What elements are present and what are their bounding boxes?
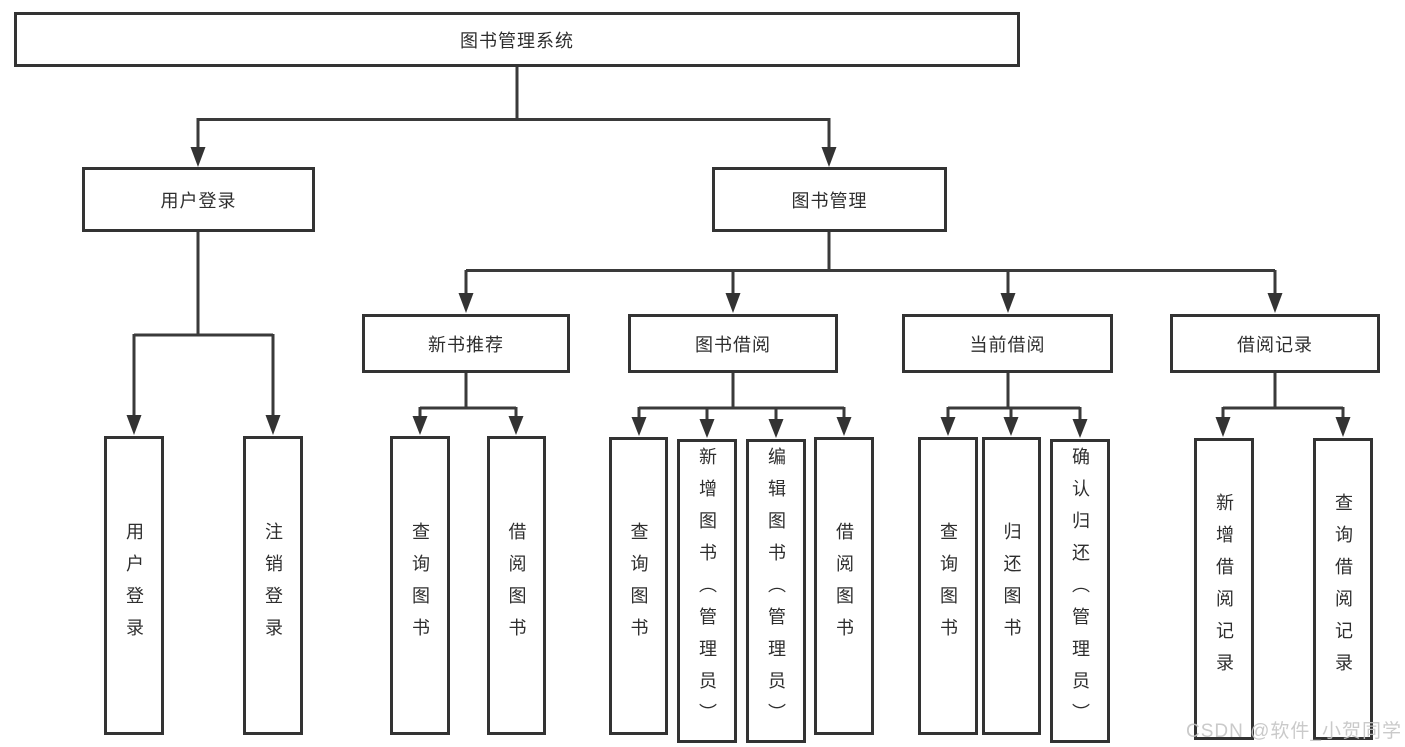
node-current-borrowing: 当前借阅 bbox=[902, 314, 1113, 373]
node-borrowing-records: 借阅记录 bbox=[1170, 314, 1380, 373]
node-label: 用户登录 bbox=[160, 190, 237, 211]
leaf-user-login: 用户登录 bbox=[104, 436, 164, 735]
arrowhead-bw-borrow bbox=[836, 417, 852, 436]
leaf-borrow-books-2: 借阅图书 bbox=[814, 437, 874, 735]
leaf-label: 查询图书 bbox=[410, 521, 430, 650]
arrowhead-cu-confirm bbox=[1072, 419, 1088, 438]
node-label: 借阅记录 bbox=[1237, 334, 1313, 355]
leaf-label: 确认归还（管理员） bbox=[1070, 447, 1090, 735]
arrowhead-current bbox=[1000, 293, 1016, 313]
arrowhead-cu-return bbox=[1003, 417, 1019, 436]
node-label: 当前借阅 bbox=[969, 334, 1046, 355]
node-label: 新书推荐 bbox=[428, 334, 504, 355]
leaf-label: 借阅图书 bbox=[834, 522, 854, 650]
arrowhead-book-mgmt bbox=[821, 147, 837, 167]
leaf-confirm-return-admin: 确认归还（管理员） bbox=[1050, 439, 1110, 743]
node-label: 图书管理 bbox=[791, 190, 868, 211]
node-book-borrowing: 图书借阅 bbox=[628, 314, 838, 373]
leaf-query-books-1: 查询图书 bbox=[390, 436, 450, 735]
arrowhead-cu-query bbox=[940, 417, 956, 436]
leaf-edit-books-admin: 编辑图书（管理员） bbox=[746, 439, 806, 743]
arrowhead-logout-leaf bbox=[265, 415, 281, 435]
arrowhead-new-books bbox=[458, 293, 474, 313]
leaf-label: 用户登录 bbox=[124, 521, 144, 650]
node-book-management: 图书管理 bbox=[712, 167, 947, 232]
node-library-management-system: 图书管理系统 bbox=[14, 12, 1020, 67]
arrowhead-bw-add bbox=[699, 419, 715, 438]
arrowhead-bw-query bbox=[631, 417, 647, 436]
node-label: 图书管理系统 bbox=[460, 30, 574, 51]
leaf-add-books-admin: 新增图书（管理员） bbox=[677, 439, 737, 743]
leaf-query-books-2: 查询图书 bbox=[609, 437, 668, 735]
leaf-query-books-3: 查询图书 bbox=[918, 437, 978, 735]
leaf-label: 归还图书 bbox=[1001, 522, 1022, 650]
node-user-login: 用户登录 bbox=[82, 167, 315, 232]
leaf-return-books: 归还图书 bbox=[982, 437, 1041, 735]
leaf-label: 借阅图书 bbox=[506, 521, 527, 650]
arrowhead-rc-add bbox=[1215, 417, 1231, 437]
leaf-borrow-books-1: 借阅图书 bbox=[487, 436, 546, 735]
leaf-label: 编辑图书（管理员） bbox=[766, 447, 786, 735]
leaf-label: 新增借阅记录 bbox=[1214, 493, 1234, 685]
node-label: 图书借阅 bbox=[695, 334, 771, 355]
arrowhead-rc-query bbox=[1335, 417, 1351, 437]
leaf-label: 查询图书 bbox=[628, 522, 649, 650]
leaf-add-borrow-record: 新增借阅记录 bbox=[1194, 438, 1254, 740]
csdn-watermark: CSDN @软件_小贺同学 bbox=[1186, 721, 1402, 742]
node-new-book-recommendation: 新书推荐 bbox=[362, 314, 570, 373]
arrowhead-nb-query bbox=[412, 416, 428, 435]
leaf-logout: 注销登录 bbox=[243, 436, 303, 735]
arrowhead-login-leaf bbox=[126, 415, 142, 435]
leaf-query-borrow-record: 查询借阅记录 bbox=[1313, 438, 1373, 740]
leaf-label: 查询借阅记录 bbox=[1333, 493, 1353, 685]
leaf-label: 注销登录 bbox=[263, 521, 283, 650]
arrowhead-borrow bbox=[725, 293, 741, 313]
leaf-label: 新增图书（管理员） bbox=[697, 447, 717, 735]
leaf-label: 查询图书 bbox=[938, 522, 958, 650]
arrowhead-bw-edit bbox=[768, 419, 784, 438]
arrowhead-nb-borrow bbox=[508, 416, 524, 435]
arrowhead-user-login bbox=[190, 147, 206, 167]
arrowhead-records bbox=[1267, 293, 1283, 313]
